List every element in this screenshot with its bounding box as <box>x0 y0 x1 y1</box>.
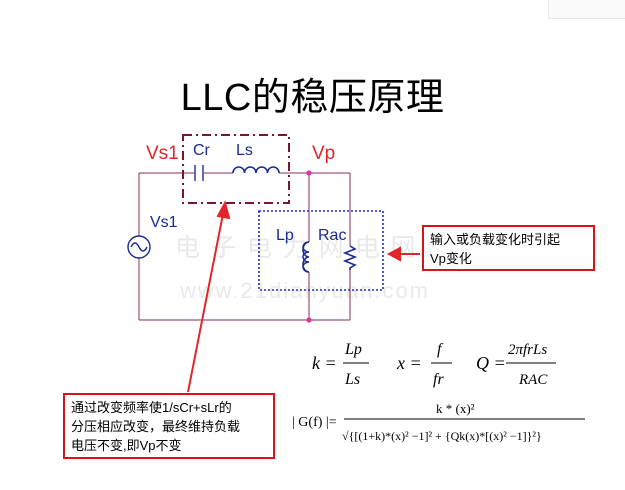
window-corner <box>548 0 625 19</box>
k-denominator: Ls <box>344 371 360 388</box>
node-bottom <box>306 317 312 323</box>
callout-right-line-1: 输入或负载变化时引起 <box>430 232 561 247</box>
cr-label: Cr <box>193 142 210 159</box>
callout-arrows <box>187 200 420 393</box>
slide-title: LLC的稳压原理 <box>180 77 445 119</box>
callout-input-load-change: 输入或负载变化时引起 Vp变化 <box>422 225 595 271</box>
callout-left-line-3: 电压不变,即Vp不变 <box>71 438 182 453</box>
q-numerator: 2πfrLs <box>508 342 547 358</box>
callout-right-line-2: Vp变化 <box>430 251 472 266</box>
callout-frequency-adjust: 通过改变频率使1/sCr+sLr的 分压相应改变，最终维持负载 电压不变,即Vp… <box>63 393 275 459</box>
lp-label: Lp <box>276 227 294 244</box>
q-lhs: Q = <box>476 353 506 373</box>
g-lhs: | G(f) |= <box>292 415 337 430</box>
series-resonant-box <box>182 134 290 204</box>
inductor-ls <box>232 166 280 174</box>
ls-label: Ls <box>236 142 253 159</box>
ac-source-icon <box>127 235 151 259</box>
capacitor-cr <box>194 165 204 181</box>
callout-left-line-1: 通过改变频率使1/sCr+sLr的 <box>71 400 232 415</box>
load-box <box>258 210 384 291</box>
x-lhs: x = <box>396 353 422 373</box>
rac-label: Rac <box>318 227 347 244</box>
g-numerator: k * (x)² <box>436 401 475 416</box>
vp-node-label: Vp <box>312 143 336 164</box>
x-denominator: fr <box>433 371 444 388</box>
source-label: Vs1 <box>150 214 178 231</box>
g-denominator: √{[(1+k)*(x)² −1]² + {Qk(x)*[(x)² −1]}²} <box>342 429 542 443</box>
callout-left-line-2: 分压相应改变，最终维持负载 <box>71 419 241 434</box>
k-lhs: k = <box>312 353 337 373</box>
q-denominator: RAC <box>518 372 548 388</box>
circuit-wires <box>138 172 351 321</box>
vs1-node-label: Vs1 <box>146 143 179 164</box>
x-numerator: f <box>437 341 444 358</box>
resistor-rac <box>342 245 358 270</box>
k-numerator: Lp <box>344 341 362 358</box>
node-top <box>306 170 312 176</box>
